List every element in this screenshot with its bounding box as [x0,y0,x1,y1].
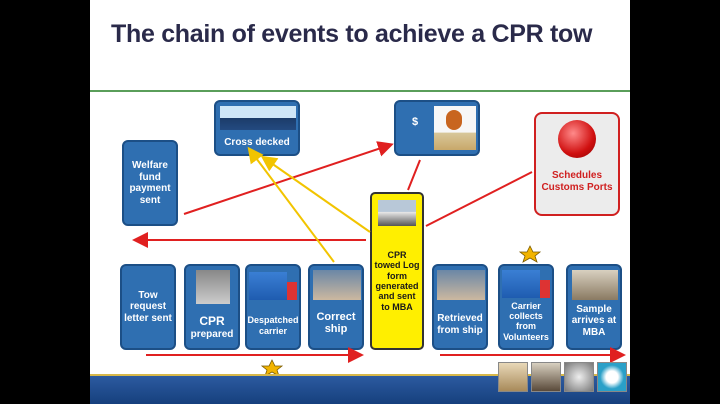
retrieved-box: Retrieved from ship [432,264,488,350]
cpr-towed-box: CPR towed Log form generated and sent to… [370,192,424,350]
schedules-label: Schedules Customs Ports [541,170,613,193]
red-button-icon [558,120,596,158]
slide: The chain of events to achieve a CPR tow… [90,0,630,404]
welfare-fund-label: Welfare fund payment sent [129,160,171,206]
ship-photo-icon [378,200,416,226]
despatched-carrier-box: Despatched carrier [245,264,301,350]
logo-icon [531,362,561,392]
people-photo-icon [437,270,485,300]
despatched-label: Despatched carrier [247,315,299,336]
payment-box: $ [394,100,480,156]
cpr-prepared-box: CPR prepared [184,264,240,350]
truck-photo-icon [249,272,297,300]
carrier-collects-label: Carrier collects from Volunteers [503,300,549,342]
sample-arrives-label: Sample arrives at MBA [571,303,617,338]
welfare-fund-box: Welfare fund payment sent [122,140,178,226]
cpr-device-photo-icon [196,270,230,304]
carrier-collects-box: Carrier collects from Volunteers [498,264,554,350]
ship-photo-icon [220,106,296,130]
prepared-label: prepared [190,328,234,340]
people-photo-icon [313,270,361,300]
dollar-label: $ [412,116,419,128]
arrow-yellow-2 [247,146,335,263]
arrow-payment-down [407,159,421,191]
arrow-center-to-schedules [425,171,533,227]
tow-request-label: Tow request letter sent [124,289,172,324]
sample-arrives-box: Sample arrives at MBA [566,264,622,350]
star-icon [518,245,542,263]
arrow-yellow-1 [260,155,371,233]
sample-box-photo-icon [572,270,618,300]
correct-ship-label: Correct ship [316,310,356,336]
logo-icon [597,362,627,392]
correct-ship-box: Correct ship [308,264,364,350]
schedules-box: Schedules Customs Ports [534,112,620,216]
logo-icon [564,362,594,392]
cpr-towed-label: CPR towed Log form generated and sent to… [374,250,420,312]
person-at-desk-photo-icon [434,106,476,150]
cross-decked-box: Cross decked [214,100,300,156]
tow-request-box: Tow request letter sent [120,264,176,350]
truck-photo-icon [502,270,550,298]
logo-icon [498,362,528,392]
cpr-label: CPR [199,313,225,328]
title-divider [90,90,630,92]
slide-title: The chain of events to achieve a CPR tow [111,20,593,48]
retrieved-label: Retrieved from ship [437,313,483,336]
footer-logos [498,362,627,392]
cross-decked-label: Cross decked [224,136,290,148]
